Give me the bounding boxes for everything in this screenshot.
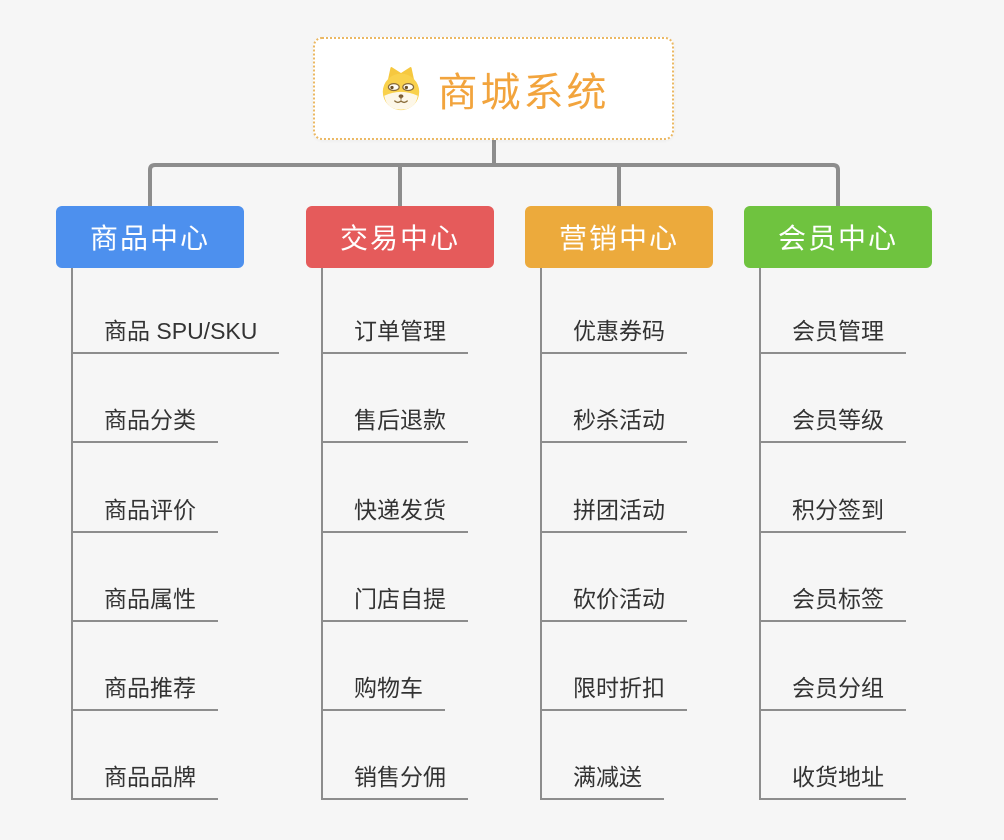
child-node[interactable]: 快递发货 — [321, 493, 468, 533]
child-node[interactable]: 订单管理 — [321, 314, 468, 354]
root-node-label: 商城系统 — [437, 70, 610, 115]
branch-node-product-center[interactable]: 商品中心 — [56, 206, 244, 268]
child-node[interactable]: 销售分佣 — [321, 760, 468, 800]
child-node[interactable]: 商品 SPU/SKU — [71, 314, 280, 354]
branch-node-trade-center[interactable]: 交易中心 — [306, 206, 494, 268]
child-node[interactable]: 砍价活动 — [540, 582, 687, 622]
child-node[interactable]: 商品属性 — [71, 582, 218, 622]
child-node[interactable]: 拼团活动 — [540, 493, 687, 533]
child-node[interactable]: 会员分组 — [759, 671, 906, 711]
child-node[interactable]: 收货地址 — [759, 760, 906, 800]
child-node[interactable]: 会员等级 — [759, 403, 906, 443]
child-node[interactable]: 满减送 — [540, 760, 664, 800]
child-node[interactable]: 商品评价 — [71, 493, 218, 533]
branch-node-marketing-center[interactable]: 营销中心 — [525, 206, 713, 268]
branch-node-member-center[interactable]: 会员中心 — [744, 206, 932, 268]
child-node[interactable]: 积分签到 — [759, 493, 906, 533]
child-node[interactable]: 售后退款 — [321, 403, 468, 443]
child-node[interactable]: 门店自提 — [321, 582, 468, 622]
child-node[interactable]: 商品分类 — [71, 403, 218, 443]
child-node[interactable]: 商品品牌 — [71, 760, 218, 800]
child-node[interactable]: 购物车 — [321, 671, 445, 711]
child-node[interactable]: 商品推荐 — [71, 671, 218, 711]
child-node[interactable]: 秒杀活动 — [540, 403, 687, 443]
column-spine-lines — [71, 268, 761, 799]
child-node[interactable]: 会员管理 — [759, 314, 906, 354]
child-node[interactable]: 会员标签 — [759, 582, 906, 622]
root-node[interactable]: 商城系统 — [313, 37, 674, 140]
branch-connector-lines — [148, 140, 840, 208]
child-node[interactable]: 限时折扣 — [540, 671, 687, 711]
dog-face-icon — [378, 66, 424, 112]
child-node[interactable]: 优惠券码 — [540, 314, 687, 354]
